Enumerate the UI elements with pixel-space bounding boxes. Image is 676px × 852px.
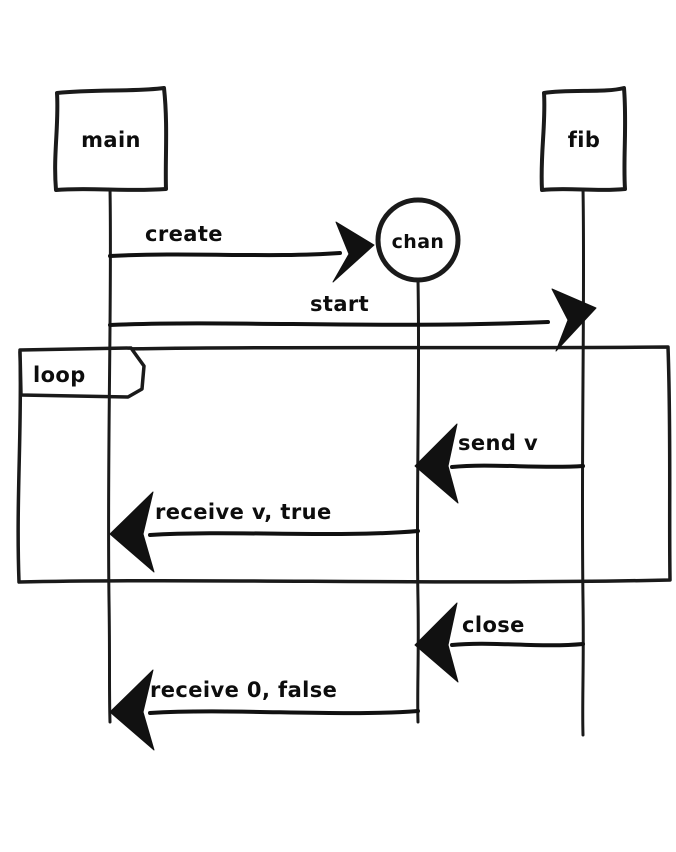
message-receive-0-false-label: receive 0, false — [150, 678, 337, 702]
message-send-v-label: send v — [458, 431, 538, 455]
message-receive-0-false-arrowhead — [109, 669, 155, 751]
message-start-arrowhead — [551, 288, 597, 352]
message-close-arrowhead — [414, 602, 459, 683]
participant-fib[interactable]: fib — [539, 86, 628, 192]
message-send-v-arrowhead — [414, 423, 459, 504]
message-start-line — [108, 320, 550, 327]
message-create-arrowhead — [332, 221, 375, 283]
loop-frame-outline — [16, 345, 672, 584]
lifelines — [107, 186, 586, 737]
fib-box — [539, 86, 628, 192]
message-receive-0-false[interactable]: receive 0, false — [109, 669, 420, 751]
message-receive-v-true-arrowhead — [109, 491, 155, 573]
message-send-v-line — [450, 463, 585, 469]
message-receive-v-true-line — [148, 529, 420, 537]
loop-fragment: loop — [16, 345, 672, 584]
loop-tag-outline — [18, 346, 146, 399]
main-box — [53, 86, 169, 192]
lifeline-chan — [415, 278, 421, 724]
lifeline-main — [107, 186, 112, 724]
message-start[interactable]: start — [108, 288, 597, 352]
message-close-label: close — [462, 613, 525, 637]
participant-main[interactable]: main — [53, 86, 169, 192]
participant-chan[interactable]: chan — [375, 197, 461, 283]
chan-label: chan — [392, 231, 445, 253]
lifeline-fib — [580, 186, 586, 737]
chan-circle — [375, 197, 461, 283]
message-close[interactable]: close — [414, 602, 585, 683]
loop-label: loop — [33, 363, 86, 387]
message-send-v[interactable]: send v — [414, 423, 585, 504]
message-create-label: create — [145, 222, 223, 246]
message-create-line — [108, 251, 342, 258]
message-receive-0-false-line — [148, 709, 420, 716]
message-receive-v-true-label: receive v, true — [155, 500, 332, 524]
main-label: main — [81, 128, 141, 152]
message-close-line — [450, 641, 585, 648]
fib-label: fib — [568, 128, 601, 152]
message-start-label: start — [310, 292, 369, 316]
message-create[interactable]: create — [108, 221, 375, 283]
message-receive-v-true[interactable]: receive v, true — [109, 491, 420, 573]
